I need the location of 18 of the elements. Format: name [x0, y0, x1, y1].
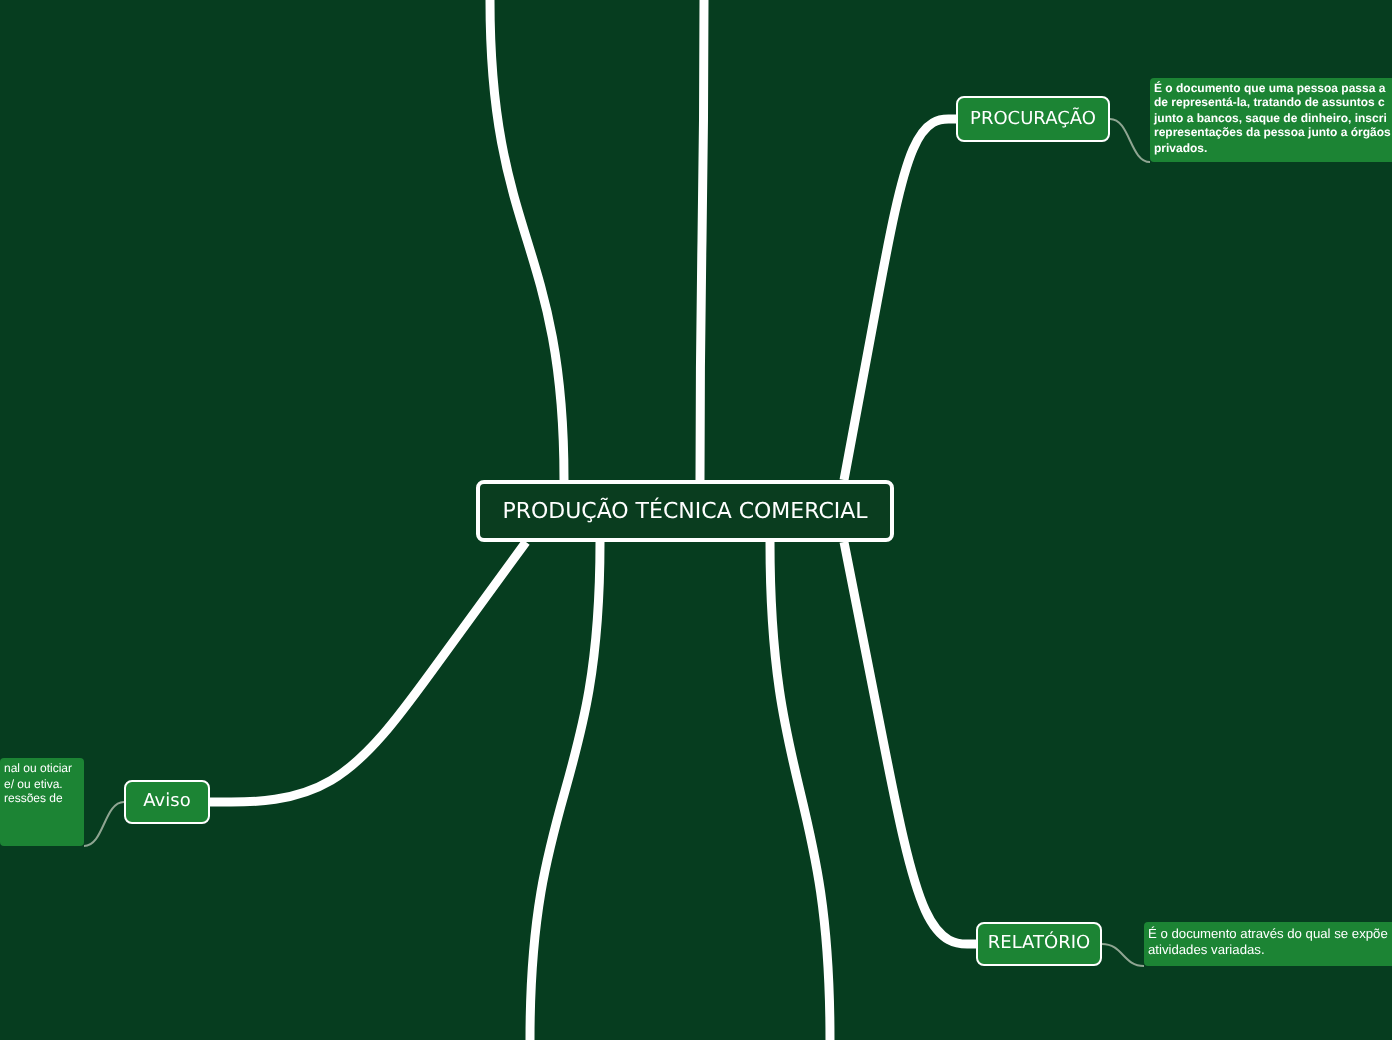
topic-text: Aviso — [143, 792, 191, 812]
topic-text: RELATÓRIO — [987, 934, 1091, 954]
topic-box — [976, 922, 1102, 966]
connector-line — [525, 541, 605, 1040]
note-box — [1144, 922, 1392, 966]
connector-line — [485, 0, 569, 481]
central-topic-box — [476, 480, 894, 542]
topic-text: PROCURAÇÃO — [970, 109, 1096, 129]
note-box — [0, 758, 84, 846]
connector-line — [1101, 943, 1145, 967]
connector-line — [210, 539, 530, 807]
topic-text: PRODUÇÃO TÉCNICA COMERCIAL — [502, 498, 868, 524]
connector-line — [83, 801, 125, 847]
connector-line — [695, 0, 709, 480]
topic-box — [956, 96, 1110, 142]
connector-line — [765, 541, 835, 1040]
connector-line — [1109, 118, 1151, 163]
topic-box — [124, 780, 210, 824]
